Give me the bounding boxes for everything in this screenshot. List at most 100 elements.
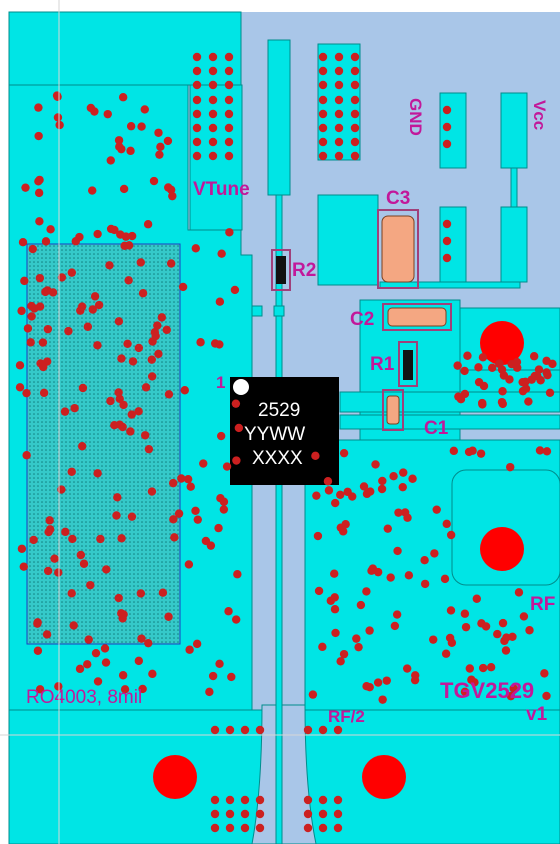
- via: [336, 657, 345, 666]
- via: [163, 136, 173, 146]
- via: [208, 671, 218, 681]
- via: [403, 513, 412, 522]
- via: [183, 474, 193, 484]
- via: [138, 289, 148, 298]
- via: [93, 341, 102, 350]
- via: [93, 677, 103, 686]
- via: [134, 343, 144, 353]
- via: [377, 484, 387, 494]
- via: [470, 678, 479, 687]
- via: [120, 685, 130, 694]
- via: [394, 508, 403, 517]
- via: [53, 113, 63, 122]
- via: [136, 589, 146, 598]
- via: [442, 519, 451, 529]
- via: [113, 493, 122, 502]
- via: [23, 324, 33, 333]
- via: [386, 573, 395, 582]
- via: [442, 122, 452, 132]
- via: [318, 795, 328, 805]
- via: [192, 137, 202, 147]
- via: [442, 253, 452, 263]
- via: [318, 725, 328, 735]
- via: [529, 352, 539, 361]
- via: [168, 191, 177, 201]
- via-field: [15, 52, 557, 833]
- via: [157, 313, 167, 322]
- via: [362, 587, 371, 596]
- via: [153, 321, 162, 330]
- via: [474, 363, 483, 372]
- capacitor-c2: [387, 307, 447, 327]
- via: [255, 809, 265, 819]
- via: [474, 377, 484, 387]
- via: [468, 446, 477, 455]
- via: [367, 566, 376, 575]
- via: [460, 366, 469, 376]
- via: [155, 150, 164, 159]
- via: [140, 105, 149, 114]
- via: [86, 580, 95, 590]
- via: [331, 628, 340, 638]
- via: [178, 282, 188, 292]
- via: [35, 685, 45, 694]
- via: [28, 244, 37, 254]
- via: [420, 579, 430, 589]
- via: [184, 560, 194, 569]
- via: [64, 326, 73, 336]
- via: [224, 151, 234, 161]
- via: [326, 596, 336, 605]
- via: [231, 615, 241, 624]
- via: [336, 490, 345, 500]
- via: [15, 361, 25, 370]
- via: [330, 498, 340, 508]
- via: [398, 482, 407, 492]
- via: [93, 229, 102, 239]
- via: [318, 151, 328, 161]
- via: [334, 137, 344, 147]
- part-number-label: TGV2529: [440, 678, 534, 703]
- via: [68, 534, 77, 544]
- via: [404, 571, 414, 580]
- via: [429, 635, 438, 644]
- via: [35, 302, 45, 311]
- via: [225, 823, 235, 833]
- via: [147, 372, 157, 381]
- via: [20, 276, 29, 286]
- via: [34, 131, 43, 141]
- via: [210, 339, 220, 348]
- rf2-label: RF/2: [328, 707, 365, 726]
- via: [186, 482, 195, 491]
- via: [318, 123, 328, 133]
- via: [442, 105, 452, 115]
- via: [114, 593, 123, 603]
- via: [137, 122, 146, 131]
- via: [350, 95, 360, 105]
- upper-mid-block: [317, 194, 379, 286]
- via: [67, 268, 77, 277]
- via: [164, 612, 173, 621]
- via: [36, 359, 45, 368]
- via: [45, 516, 54, 525]
- gnd-pad-top: [439, 92, 467, 169]
- via: [91, 648, 101, 658]
- via: [123, 339, 132, 348]
- via: [456, 394, 466, 404]
- top-left-block: [8, 11, 242, 86]
- via: [389, 471, 398, 481]
- c1-label: C1: [424, 418, 449, 439]
- r2-label: R2: [292, 260, 316, 281]
- via: [348, 492, 357, 501]
- chip-marking-line3: XXXX: [252, 448, 303, 469]
- via: [126, 122, 136, 131]
- via: [126, 427, 135, 436]
- via: [383, 524, 392, 533]
- via: [210, 809, 220, 819]
- via: [392, 610, 402, 619]
- via: [205, 687, 214, 697]
- via: [114, 136, 124, 145]
- via: [350, 52, 360, 62]
- via: [341, 520, 350, 529]
- via: [136, 258, 145, 267]
- via: [69, 621, 78, 630]
